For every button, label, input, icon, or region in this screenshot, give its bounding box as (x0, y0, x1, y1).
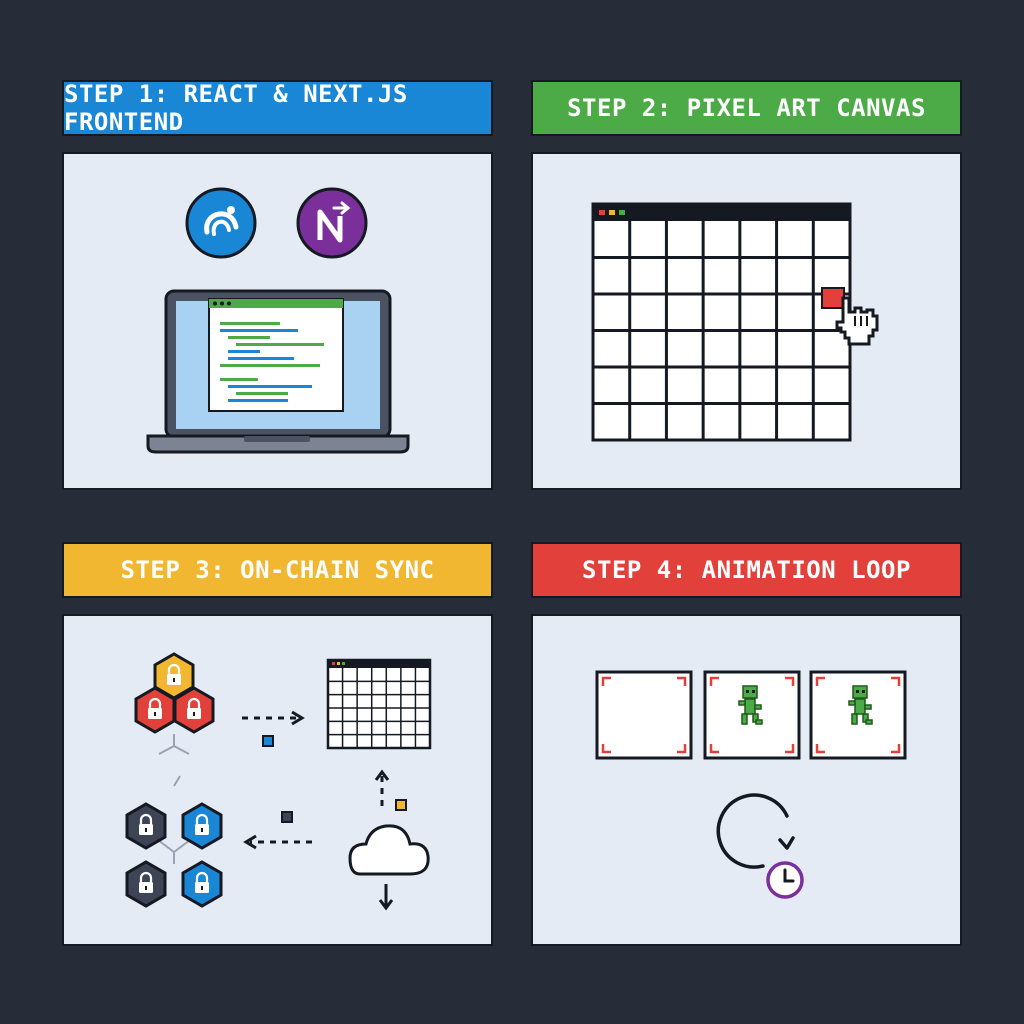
step2-panel (531, 152, 962, 490)
animation-frame-icon (595, 670, 693, 760)
arrow-icon (242, 710, 407, 911)
animation-frame-icon (809, 670, 907, 760)
step1-banner: STEP 1: REACT & NEXT.JS FRONTEND (62, 80, 493, 136)
step4-title: STEP 4: ANIMATION LOOP (582, 556, 911, 584)
step4-panel (531, 614, 962, 946)
clock-icon (766, 861, 804, 899)
blockchain-hexagon-icon (134, 652, 215, 734)
animation-frame-icon (703, 670, 801, 760)
step2-title: STEP 2: PIXEL ART CANVAS (567, 94, 926, 122)
step3-title: STEP 3: ON-CHAIN SYNC (120, 556, 435, 584)
laptop-code-editor-icon (146, 289, 410, 454)
step4-banner: STEP 4: ANIMATION LOOP (531, 542, 962, 598)
react-logo-icon (185, 187, 257, 259)
pixel-grid-canvas-icon (591, 202, 852, 442)
step3-panel (62, 614, 493, 946)
red-pixel-icon (821, 287, 845, 309)
loop-arrow-icon (716, 793, 795, 869)
blockchain-hexagon-icon (125, 802, 223, 908)
cloud-sync-icon (348, 824, 430, 876)
step1-title: STEP 1: REACT & NEXT.JS FRONTEND (64, 80, 408, 136)
mini-canvas-icon (326, 658, 432, 750)
nextjs-logo-icon (296, 187, 368, 259)
pointer-hand-icon (835, 296, 879, 346)
step1-panel (62, 152, 493, 490)
step2-banner: STEP 2: PIXEL ART CANVAS (531, 80, 962, 136)
step3-banner: STEP 3: ON-CHAIN SYNC (62, 542, 493, 598)
